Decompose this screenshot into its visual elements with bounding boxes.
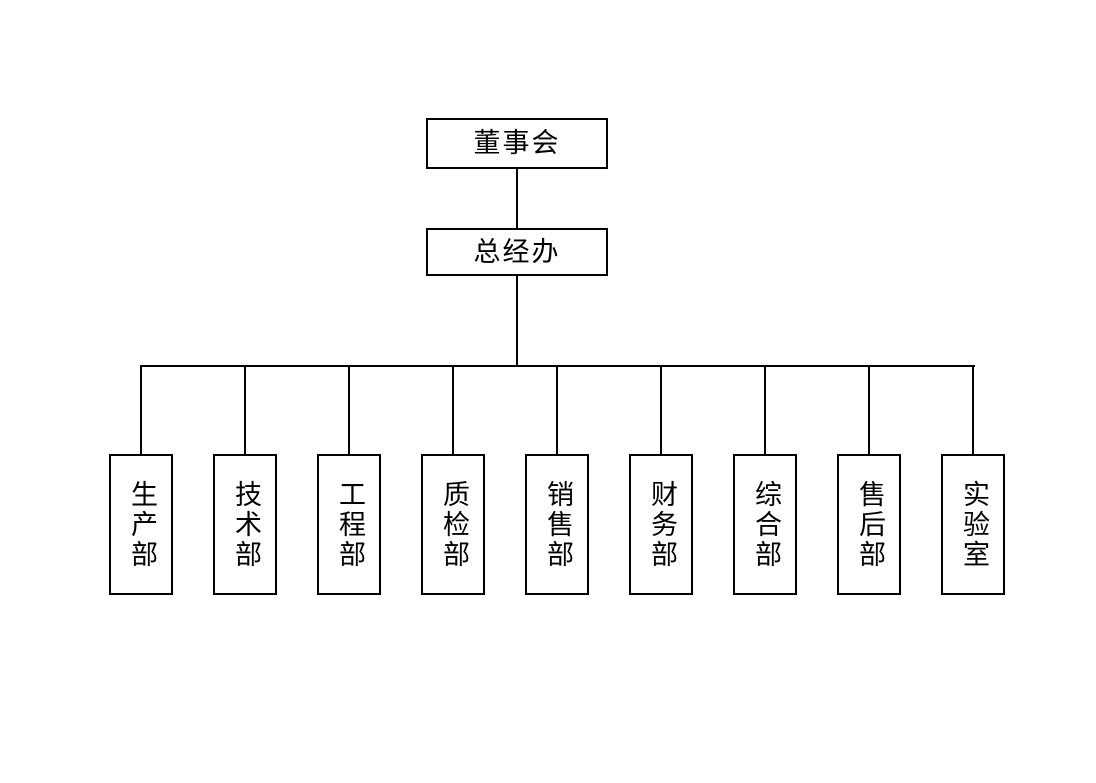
node-board-of-directors[interactable]: 董事会 <box>426 118 608 169</box>
node-department-6[interactable]: 财务部 <box>629 454 693 595</box>
node-department-7[interactable]: 综合部 <box>733 454 797 595</box>
connector-bus-to-dept-3 <box>348 365 350 455</box>
node-board-of-directors-label: 董事会 <box>473 128 561 159</box>
connector-bus-to-dept-2 <box>244 365 246 455</box>
node-department-3-label: 工程部 <box>333 479 365 570</box>
connector-board-to-gm <box>516 169 518 228</box>
node-department-6-label: 财务部 <box>645 479 677 570</box>
connector-bus-to-dept-1 <box>140 365 142 455</box>
node-department-7-label: 综合部 <box>749 479 781 570</box>
node-department-3[interactable]: 工程部 <box>317 454 381 595</box>
node-department-8-label: 售后部 <box>853 479 885 570</box>
connector-bus-to-dept-7 <box>764 365 766 455</box>
node-department-4[interactable]: 质检部 <box>421 454 485 595</box>
node-department-1-label: 生产部 <box>125 479 157 570</box>
connector-gm-to-bus <box>516 276 518 366</box>
node-department-9[interactable]: 实验室 <box>941 454 1005 595</box>
node-general-manager-office-label: 总经办 <box>473 236 561 268</box>
connector-bus-to-dept-9 <box>972 365 974 455</box>
connector-bus-to-dept-5 <box>556 365 558 455</box>
connector-bus-to-dept-8 <box>868 365 870 455</box>
node-department-2[interactable]: 技术部 <box>213 454 277 595</box>
node-general-manager-office[interactable]: 总经办 <box>426 228 608 276</box>
connector-bus-to-dept-4 <box>452 365 454 455</box>
node-department-5[interactable]: 销售部 <box>525 454 589 595</box>
node-department-1[interactable]: 生产部 <box>109 454 173 595</box>
node-department-2-label: 技术部 <box>229 479 261 570</box>
node-department-9-label: 实验室 <box>957 479 989 570</box>
connector-bus-to-dept-6 <box>660 365 662 455</box>
node-department-8[interactable]: 售后部 <box>837 454 901 595</box>
node-department-4-label: 质检部 <box>437 479 469 570</box>
node-department-5-label: 销售部 <box>541 479 573 570</box>
